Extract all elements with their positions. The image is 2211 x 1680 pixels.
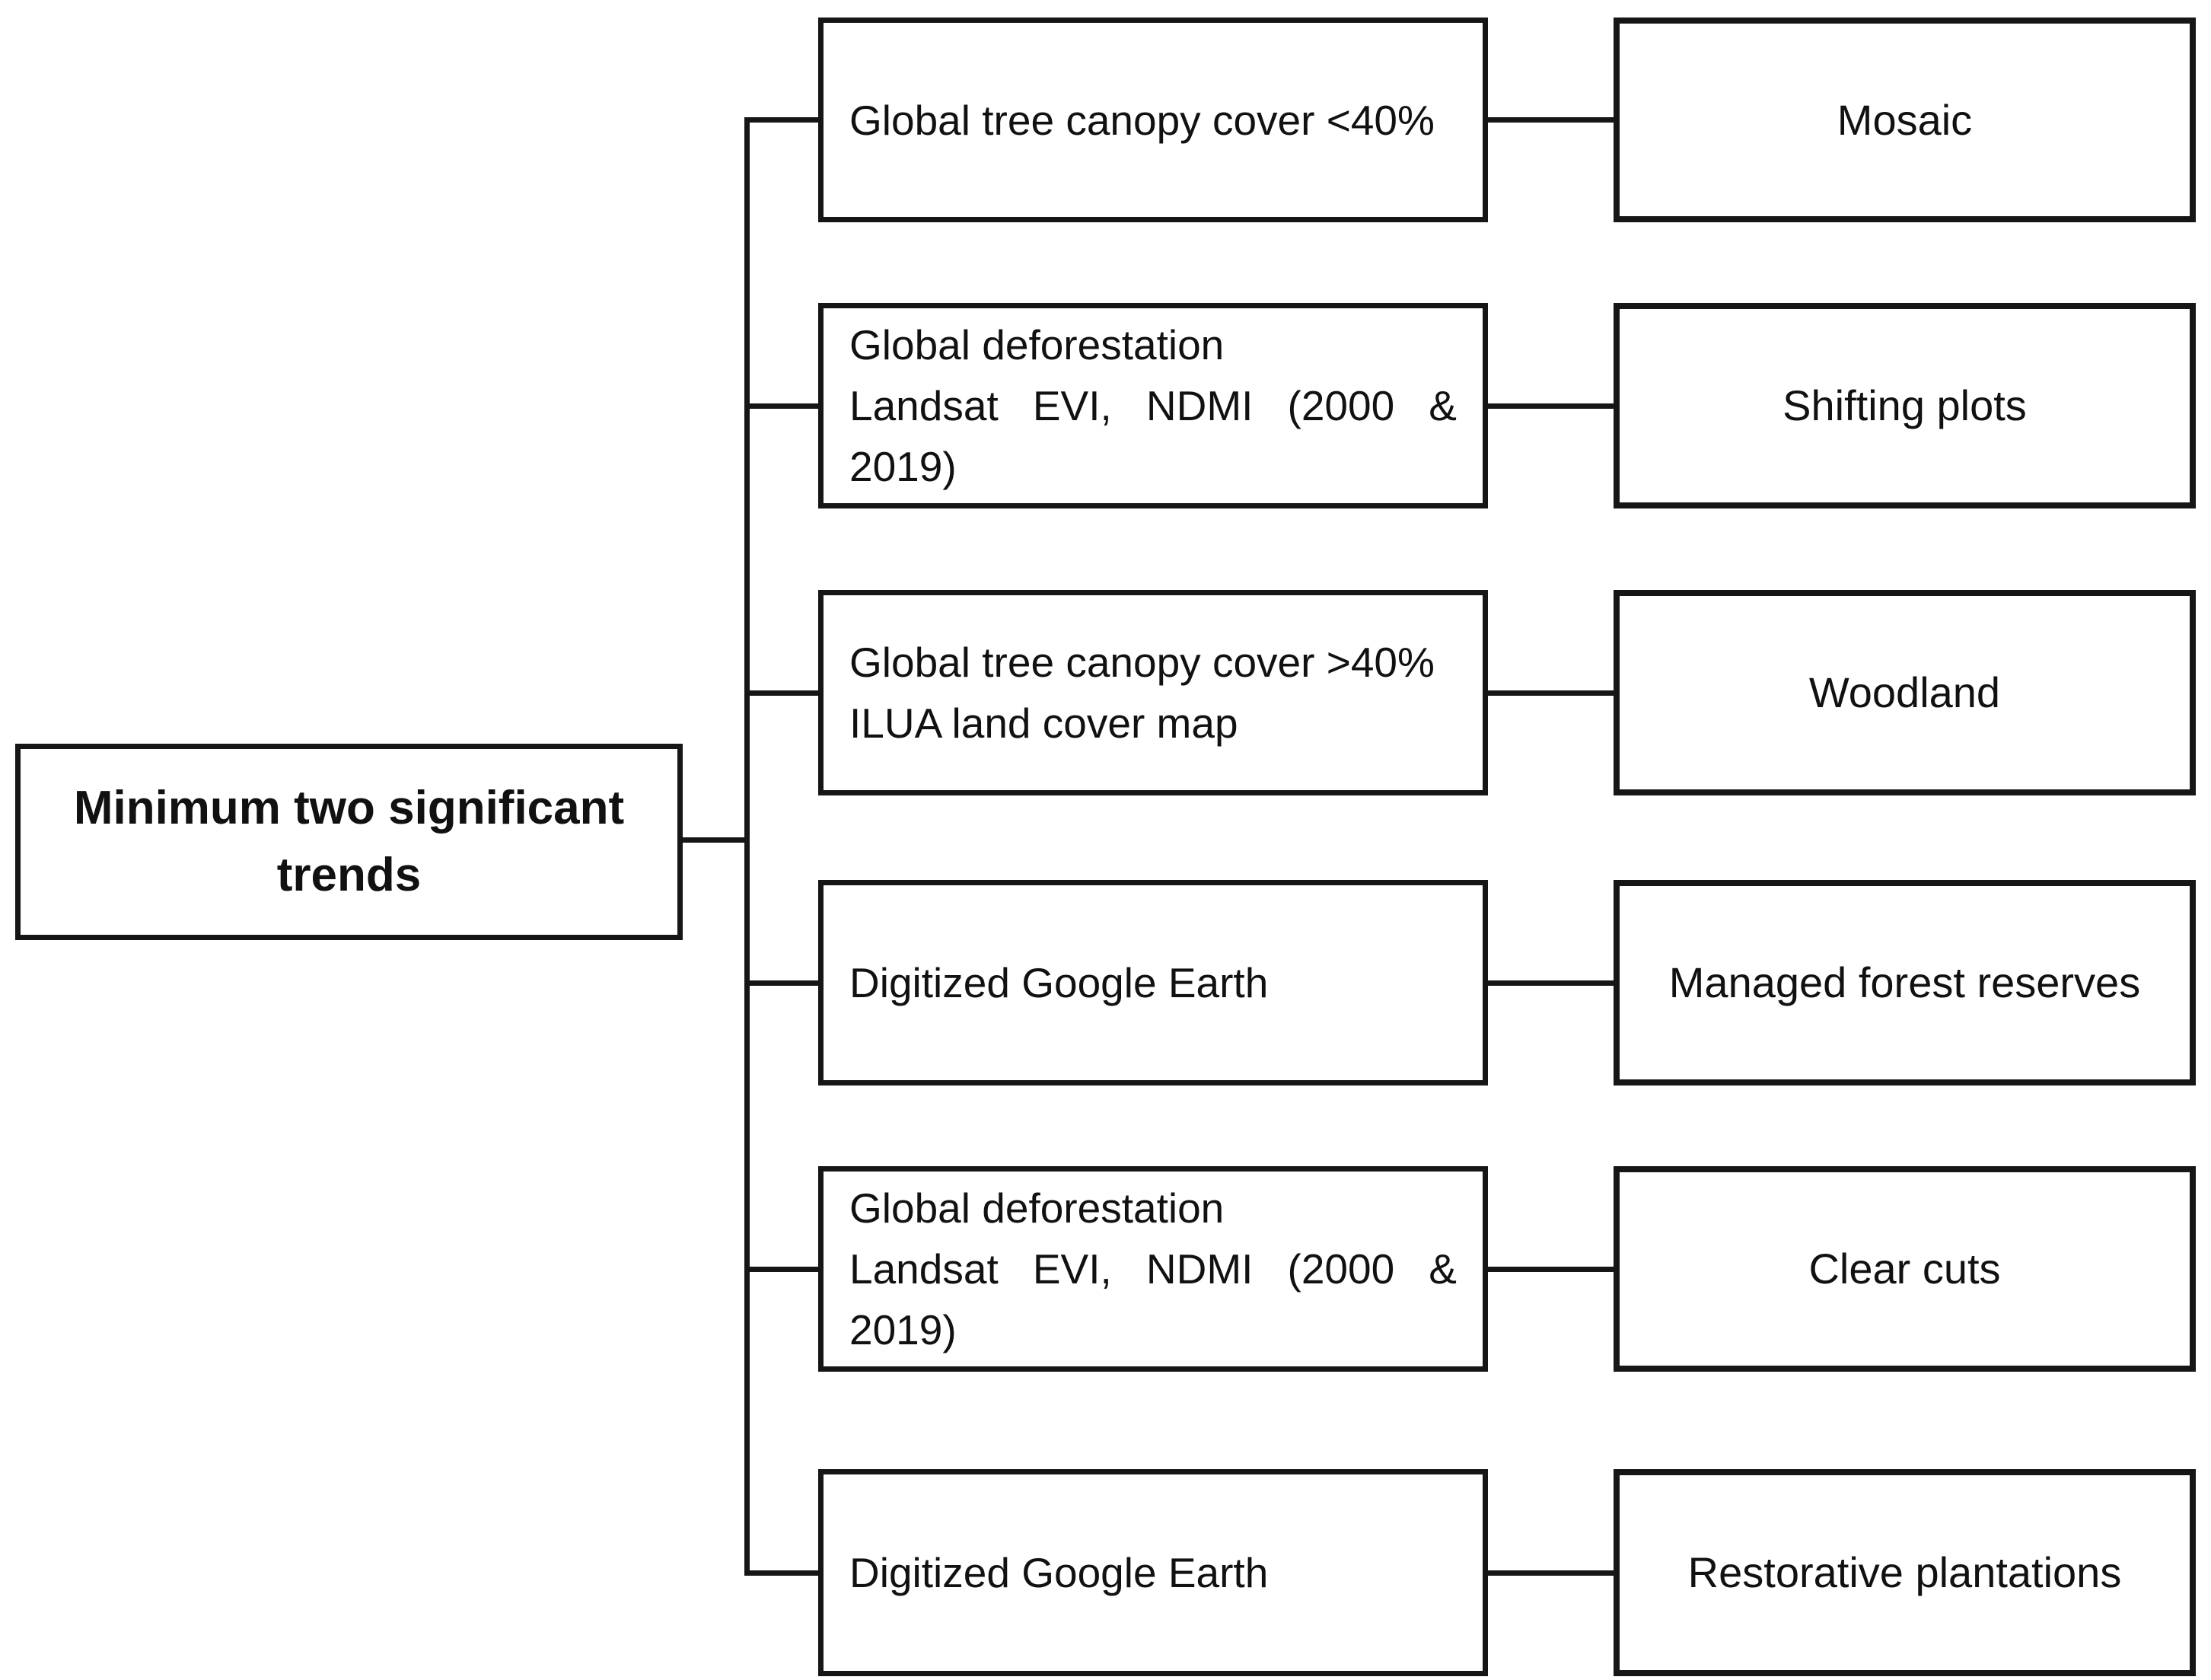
target-box-label: Mosaic bbox=[1837, 95, 1973, 144]
target-box-row-4: Managed forest reserves bbox=[1614, 880, 2196, 1085]
source-box-line: 2019) bbox=[849, 443, 957, 490]
connector-root bbox=[683, 837, 750, 843]
source-box-line: Digitized Google Earth bbox=[849, 1549, 1269, 1596]
target-box-row-5: Clear cuts bbox=[1614, 1166, 2196, 1372]
source-box-row-6: Digitized Google Earth bbox=[818, 1469, 1488, 1676]
source-box-line: 2019) bbox=[849, 1306, 957, 1353]
root-box: Minimum two significant trends bbox=[15, 744, 683, 940]
source-box-line: Global deforestation bbox=[849, 321, 1225, 368]
root-box-line: Minimum two significant bbox=[73, 782, 625, 834]
source-box-line: Landsat EVI, NDMI (2000 & bbox=[849, 1245, 1457, 1293]
source-box-line: Digitized Google Earth bbox=[849, 959, 1269, 1006]
target-box-label: Woodland bbox=[1808, 668, 2001, 716]
connector-trunk bbox=[744, 117, 750, 1576]
source-box-line: Global deforestation bbox=[849, 1184, 1225, 1232]
connector-link-row-2 bbox=[1488, 403, 1614, 409]
connector-branch-row-2 bbox=[744, 403, 824, 409]
target-box-label: Shifting plots bbox=[1782, 381, 2027, 429]
target-box-label: Managed forest reserves bbox=[1668, 958, 2141, 1006]
source-box-line: ILUA land cover map bbox=[849, 700, 1238, 747]
connector-branch-row-6 bbox=[744, 1570, 824, 1576]
target-box-label: Clear cuts bbox=[1808, 1245, 2001, 1293]
connector-link-row-5 bbox=[1488, 1266, 1614, 1272]
connector-link-row-4 bbox=[1488, 980, 1614, 986]
connector-branch-row-1 bbox=[744, 117, 824, 123]
target-box-row-1: Mosaic bbox=[1614, 18, 2196, 222]
root-box-line: trends bbox=[276, 849, 422, 901]
source-box-line: Global tree canopy cover >40% bbox=[849, 639, 1435, 686]
source-box-row-3: Global tree canopy cover >40% ILUA land c… bbox=[818, 590, 1488, 795]
source-box-line: Landsat EVI, NDMI (2000 & bbox=[849, 382, 1457, 429]
connector-branch-row-4 bbox=[744, 980, 824, 986]
connector-branch-row-5 bbox=[744, 1266, 824, 1272]
connector-link-row-1 bbox=[1488, 117, 1614, 123]
target-box-row-6: Restorative plantations bbox=[1614, 1469, 2196, 1676]
source-box-line: Global tree canopy cover <40% bbox=[849, 96, 1435, 144]
target-box-row-2: Shifting plots bbox=[1614, 303, 2196, 508]
target-box-row-3: Woodland bbox=[1614, 590, 2196, 795]
source-box-row-4: Digitized Google Earth bbox=[818, 880, 1488, 1085]
source-box-row-1: Global tree canopy cover <40% bbox=[818, 18, 1488, 222]
connector-link-row-6 bbox=[1488, 1570, 1614, 1576]
connector-branch-row-3 bbox=[744, 690, 824, 696]
target-box-label: Restorative plantations bbox=[1687, 1548, 2122, 1596]
connector-link-row-3 bbox=[1488, 690, 1614, 696]
